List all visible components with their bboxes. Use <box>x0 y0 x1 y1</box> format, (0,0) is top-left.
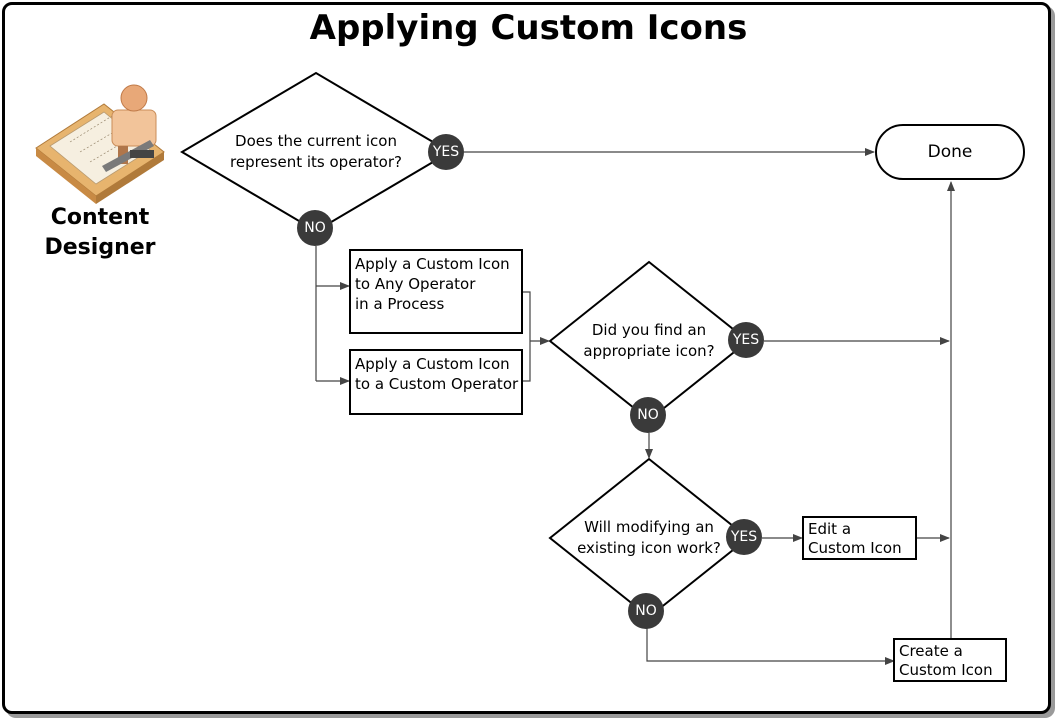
connector-d3-no-create <box>646 628 895 665</box>
decision-found-icon-text: Did you find an appropriate icon? <box>559 320 739 362</box>
decision-modify-icon-text: Will modifying an existing icon work? <box>559 517 739 559</box>
decision-found-icon-no-badge: NO <box>630 397 666 433</box>
designer-at-desk-icon <box>35 84 165 204</box>
connector-any-operator-merge <box>523 291 531 382</box>
apply-icon-any-operator-box: Apply a Custom Icon to Any Operator in a… <box>349 249 523 334</box>
decision-modify-icon-line2: existing icon work? <box>577 539 721 557</box>
decision-found-icon-yes-badge: YES <box>728 322 764 358</box>
create-custom-icon-line1: Create a <box>899 642 963 660</box>
persona-label: Content Designer <box>30 203 170 263</box>
decision-modify-icon-yes-badge: YES <box>726 519 762 555</box>
apply-icon-custom-operator-line1: Apply a Custom Icon <box>355 355 510 373</box>
edit-custom-icon-box: Edit a Custom Icon <box>802 516 917 560</box>
create-custom-icon-line2: Custom Icon <box>899 661 993 679</box>
decision-represent-operator-line2: represent its operator? <box>230 153 402 171</box>
apply-icon-any-operator-line3: in a Process <box>355 295 445 313</box>
decision-found-icon-line1: Did you find an <box>591 321 707 339</box>
apply-icon-any-operator-line2: to Any Operator <box>355 275 476 293</box>
apply-icon-custom-operator-line2: to a Custom Operator <box>355 375 519 393</box>
decision-represent-operator-line1: Does the current icon <box>235 132 397 150</box>
decision-represent-operator-no-badge: NO <box>297 210 333 246</box>
edit-custom-icon-line2: Custom Icon <box>808 539 902 557</box>
apply-icon-custom-operator-box: Apply a Custom Icon to a Custom Operator <box>349 349 523 415</box>
decision-modify-icon-line1: Will modifying an <box>584 518 714 536</box>
edit-custom-icon-line1: Edit a <box>808 520 852 538</box>
decision-modify-icon-no-badge: NO <box>628 593 664 629</box>
persona-label-line1: Content <box>50 205 150 230</box>
persona-label-line2: Designer <box>44 235 156 260</box>
decision-found-icon-line2: appropriate icon? <box>583 342 715 360</box>
done-terminal: Done <box>875 124 1025 180</box>
decision-represent-operator-text: Does the current icon represent its oper… <box>216 131 416 173</box>
diagram-title: Applying Custom Icons <box>309 8 748 48</box>
decision-represent-operator-yes-badge: YES <box>428 134 464 170</box>
create-custom-icon-box: Create a Custom Icon <box>893 638 1007 682</box>
apply-icon-any-operator-line1: Apply a Custom Icon <box>355 255 510 273</box>
